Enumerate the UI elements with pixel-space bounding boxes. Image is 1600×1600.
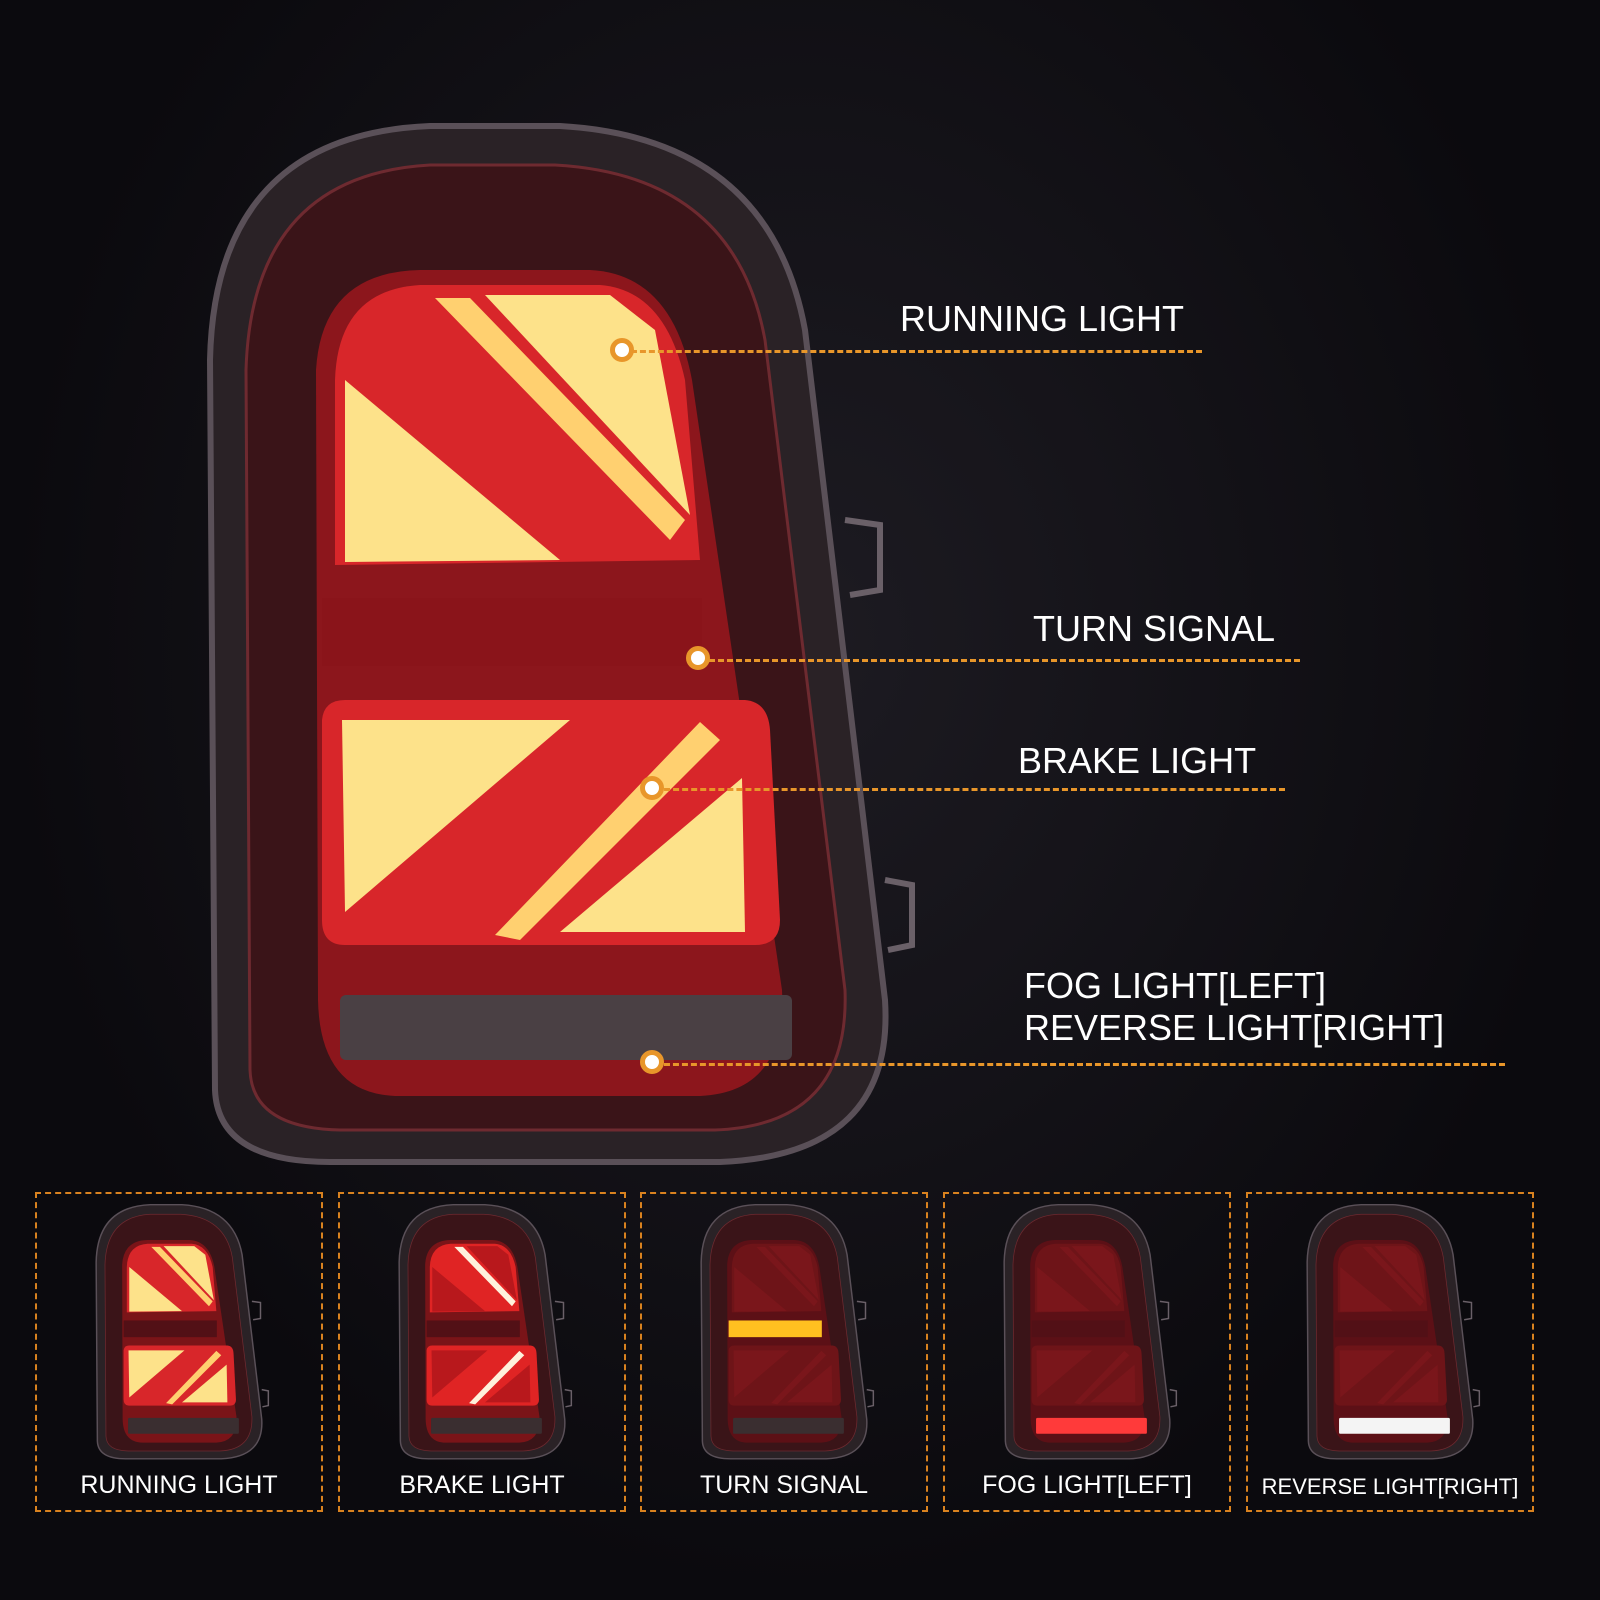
tail-light-reverse-image bbox=[1306, 1203, 1481, 1460]
tail-light-running-image bbox=[95, 1203, 270, 1460]
thumbnail-brake-light: BRAKE LIGHT bbox=[338, 1192, 626, 1512]
callout-fog-reverse-line bbox=[655, 1063, 1505, 1066]
tail-light-fog-image bbox=[1003, 1203, 1178, 1460]
thumbnail-label: FOG LIGHT[LEFT] bbox=[982, 1471, 1192, 1499]
tail-light-turn-image bbox=[700, 1203, 875, 1460]
callout-turn-signal-label: TURN SIGNAL bbox=[1033, 608, 1276, 649]
callout-running-light-label: RUNNING LIGHT bbox=[900, 298, 1185, 339]
thumbnail-reverse-light: REVERSE LIGHT[RIGHT] bbox=[1246, 1192, 1534, 1512]
thumbnail-label: TURN SIGNAL bbox=[699, 1471, 869, 1499]
thumbnail-label: REVERSE LIGHT[RIGHT] bbox=[1261, 1474, 1519, 1499]
thumbnail-label: RUNNING LIGHT bbox=[80, 1471, 278, 1499]
thumbnail-fog-light: FOG LIGHT[LEFT] bbox=[943, 1192, 1231, 1512]
callout-turn-signal-dot bbox=[686, 646, 710, 670]
callout-fog-reverse-label: FOG LIGHT[LEFT] REVERSE LIGHT[RIGHT] bbox=[1024, 965, 1444, 1049]
callout-running-light-line bbox=[622, 350, 1202, 353]
callout-fog-reverse-dot bbox=[640, 1050, 664, 1074]
callout-reverse-light-text: REVERSE LIGHT[RIGHT] bbox=[1024, 1007, 1445, 1048]
callout-brake-light-label: BRAKE LIGHT bbox=[1018, 740, 1257, 781]
thumbnail-label: BRAKE LIGHT bbox=[399, 1471, 565, 1499]
callout-running-light-dot bbox=[610, 338, 634, 362]
callout-turn-signal-line bbox=[700, 659, 1300, 662]
callout-fog-light-text: FOG LIGHT[LEFT] bbox=[1024, 965, 1327, 1006]
callout-brake-light-dot bbox=[640, 776, 664, 800]
thumbnail-turn-signal: TURN SIGNAL bbox=[640, 1192, 928, 1512]
thumbnail-running-light: RUNNING LIGHT bbox=[35, 1192, 323, 1512]
callout-brake-light-line bbox=[655, 788, 1285, 791]
tail-light-brake-image bbox=[398, 1203, 573, 1460]
